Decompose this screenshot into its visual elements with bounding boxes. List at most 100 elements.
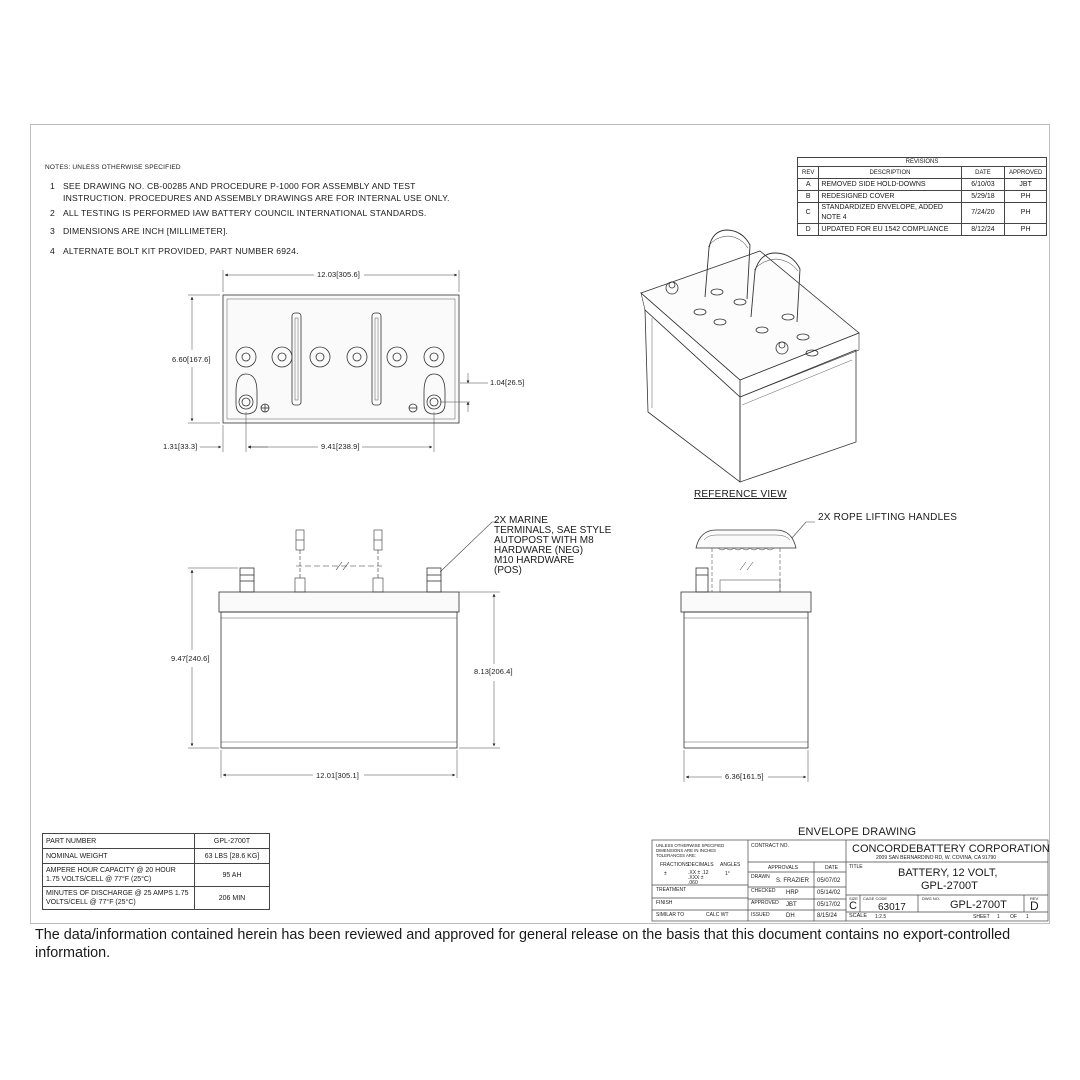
front-view-dimensions xyxy=(188,521,500,778)
dwg-no-label: DWG NO. xyxy=(922,896,940,901)
dim-mm: 305.1 xyxy=(337,771,357,780)
rev-cell: A xyxy=(796,178,820,191)
approved-by: JBT xyxy=(786,902,797,908)
note-number: 3 xyxy=(50,226,55,236)
date-label: DATE xyxy=(825,865,838,871)
dim-top-height: 6.60[167.6] xyxy=(172,355,211,364)
dim-mm: 305.6 xyxy=(338,270,358,279)
dim-value: 1.04 xyxy=(490,378,505,387)
dim-bracket-open: [ xyxy=(186,654,189,663)
callout-line: M10 HARDWARE xyxy=(494,555,575,566)
dim-post-offset: 1.04[26.5] xyxy=(490,378,524,387)
company-address: 2009 SAN BERNARDINO RD, W. COVINA, CA 91… xyxy=(876,855,997,861)
reference-handle-left xyxy=(704,229,751,300)
calc-wt-label: CALC WT xyxy=(706,912,729,918)
dim-bracket-open: [ xyxy=(505,378,508,387)
dim-case-height: 8.13[206.4] xyxy=(474,667,513,676)
issued-date: 8/15/24 xyxy=(817,913,838,919)
fractions-value: ± xyxy=(664,871,667,877)
drawing-title-line2: GPL-2700T xyxy=(921,880,978,892)
approved-cell: PH xyxy=(1004,202,1047,224)
dim-bracket-close: ] xyxy=(195,442,198,451)
dim-mm: 33.3 xyxy=(180,442,196,451)
reference-view-label: REFERENCE VIEW xyxy=(694,489,787,500)
dim-bracket-close: ] xyxy=(356,771,359,780)
positive-terminal-front xyxy=(426,567,442,593)
drawn-date: 05/07/02 xyxy=(817,878,841,884)
dim-front-width: 12.01[305.1] xyxy=(316,771,359,780)
finish-label: FINISH xyxy=(656,900,673,906)
spec-value: 95 AH xyxy=(194,863,270,887)
date-cell: 8/12/24 xyxy=(960,223,1006,236)
dim-total-height: 9.47[240.6] xyxy=(171,654,210,663)
revision-row: D UPDATED FOR EU 1542 COMPLIANCE 8/12/24… xyxy=(796,223,1047,236)
dim-bracket-close: ] xyxy=(207,654,210,663)
dim-left-post: 1.31[33.3] xyxy=(163,442,197,451)
spec-row: NOMINAL WEIGHT 63 LBS [28.6 KG] xyxy=(42,848,270,864)
drawn-by: S. FRAZIER xyxy=(776,878,810,884)
callout-line: HARDWARE (NEG) xyxy=(494,545,584,556)
top-view xyxy=(222,294,460,424)
dim-mm: 167.6 xyxy=(189,355,209,364)
similar-to-label: SIMILAR TO xyxy=(656,912,685,918)
dim-bracket-close: ] xyxy=(510,667,513,676)
dim-mm: 240.6 xyxy=(188,654,208,663)
issued-by: DH xyxy=(786,913,795,919)
approvals-label: APPROVALS xyxy=(768,865,798,871)
dim-value: 8.13 xyxy=(474,667,489,676)
decimals-value: .XX ± .12 .XXX ± .060 xyxy=(688,870,709,886)
note-number: 1 xyxy=(50,181,55,191)
note-text: INSTRUCTION. PROCEDURES AND ASSEMBLY DRA… xyxy=(63,193,450,203)
rev-cell: D xyxy=(796,223,820,236)
dim-bracket-open: [ xyxy=(336,442,339,451)
cage-code: 63017 xyxy=(878,902,906,913)
negative-terminal-front xyxy=(239,567,255,593)
front-view xyxy=(218,529,460,749)
angles-label: ANGLES xyxy=(720,862,741,868)
title-label: TITLE xyxy=(849,864,863,870)
dim-bracket-close: ] xyxy=(208,355,211,364)
dim-bracket-close: ] xyxy=(357,270,360,279)
handles-callout: 2X ROPE LIFTING HANDLES xyxy=(818,512,958,523)
sheet-number: 1 xyxy=(997,914,1000,920)
approved-cell: PH xyxy=(1004,223,1047,236)
handle-posts-front xyxy=(294,529,384,593)
of-number: 1 xyxy=(1026,914,1029,920)
note-number: 2 xyxy=(50,208,55,218)
company-name: CONCORDEBATTERY CORPORATION xyxy=(852,843,1050,855)
revision-row: C STANDARDIZED ENVELOPE, ADDED NOTE 4 7/… xyxy=(796,202,1047,224)
checked-by: HRP xyxy=(786,890,799,896)
spec-row: AMPERE HOUR CAPACITY @ 20 HOUR 1.75 VOLT… xyxy=(42,863,270,887)
dim-top-width: 12.03[305.6] xyxy=(317,270,360,279)
dim-bracket-close: ] xyxy=(357,442,360,451)
dim-post-spacing: 9.41[238.9] xyxy=(321,442,360,451)
reference-view-battery xyxy=(640,229,860,483)
cage-code-label: CAGE CODE xyxy=(863,896,888,901)
dim-value: 9.41 xyxy=(321,442,336,451)
dim-value: 6.36 xyxy=(725,772,740,781)
scale-value: 1:2.5 xyxy=(875,914,887,920)
rev-cell: B xyxy=(796,190,820,203)
checked-date: 05/14/02 xyxy=(817,890,841,896)
dim-value: 12.01 xyxy=(316,771,336,780)
note-text: ALL TESTING IS PERFORMED IAW BATTERY COU… xyxy=(63,208,427,218)
dim-value: 12.03 xyxy=(317,270,337,279)
dim-bracket-open: [ xyxy=(187,355,190,364)
envelope-drawing-label: ENVELOPE DRAWING xyxy=(798,826,917,838)
side-handle xyxy=(695,529,797,592)
sheet-label: SHEET xyxy=(973,914,990,920)
negative-terminal-top xyxy=(235,373,258,415)
notes-title: NOTES: UNLESS OTHERWISE SPECIFIED xyxy=(45,164,181,171)
dim-value: 6.60 xyxy=(172,355,187,364)
vent-caps xyxy=(235,346,445,368)
approved-label: APPROVED xyxy=(751,900,779,906)
side-view xyxy=(680,529,812,749)
size-label: SIZE xyxy=(849,896,858,901)
side-view-dimensions xyxy=(683,521,815,782)
dim-bracket-open: [ xyxy=(740,772,743,781)
dim-value: 1.31 xyxy=(163,442,178,451)
spec-label: PART NUMBER xyxy=(42,833,195,849)
spec-value: 206 MIN xyxy=(194,886,270,910)
dim-bracket-close: ] xyxy=(522,378,525,387)
